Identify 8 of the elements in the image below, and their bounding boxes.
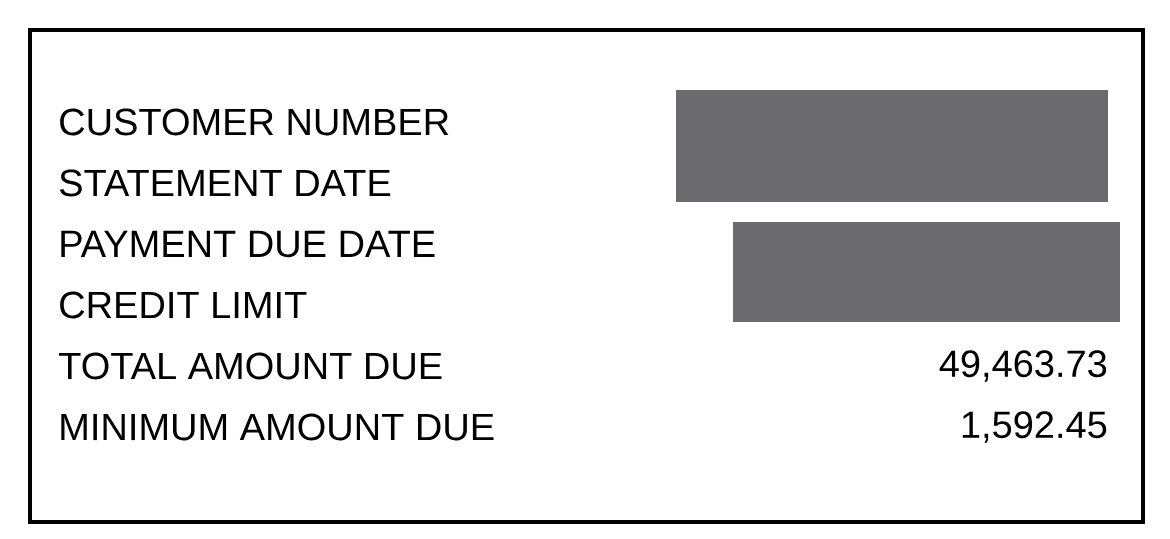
amount-value: 1,592.45 <box>962 411 1107 443</box>
row-label: MINIMUM AMOUNT DUE <box>61 413 494 441</box>
row-label: CREDIT LIMIT <box>60 291 307 319</box>
amount-value: 49,463.73 <box>939 350 1107 382</box>
row-label: STATEMENT DATE <box>59 169 391 197</box>
row-label: TOTAL AMOUNT DUE <box>59 352 442 380</box>
row-label: PAYMENT DUE DATE <box>61 230 435 258</box>
row-label: CUSTOMER NUMBER <box>60 108 449 136</box>
